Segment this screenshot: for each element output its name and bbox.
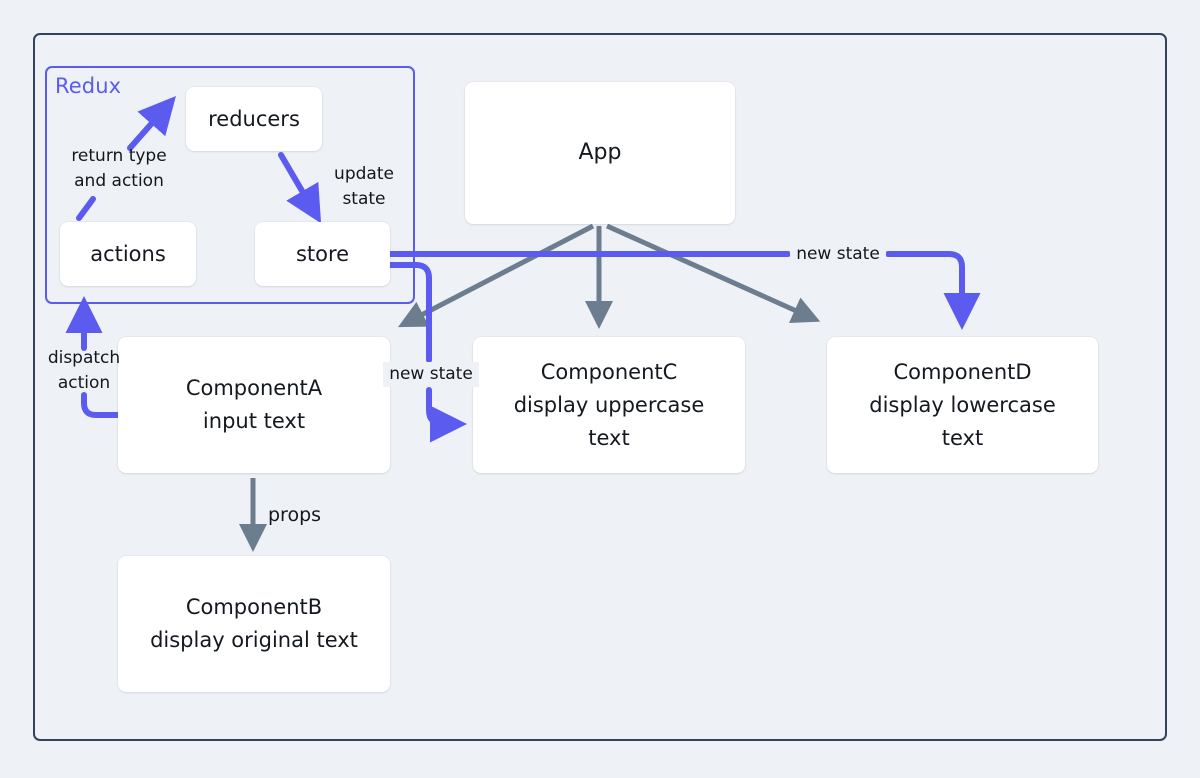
node-componentD-label: ComponentD display lowercase text bbox=[869, 359, 1056, 450]
node-componentC[interactable]: ComponentC display uppercase text bbox=[473, 337, 745, 473]
edge-label-new-state-componentC: new state bbox=[383, 362, 479, 387]
node-store-label: store bbox=[295, 242, 350, 266]
edge-label-return-type-and-action: return type and action bbox=[71, 146, 167, 191]
node-store[interactable]: store bbox=[255, 222, 390, 286]
edge-label-dispatch-action: dispatch action bbox=[47, 348, 121, 393]
node-app-label: App bbox=[578, 140, 622, 165]
node-componentC-label: ComponentC display uppercase text bbox=[513, 359, 705, 450]
redux-group-label: Redux bbox=[55, 74, 122, 98]
node-actions[interactable]: actions bbox=[60, 222, 196, 286]
node-reducers-label: reducers bbox=[208, 107, 300, 131]
node-componentA-label: ComponentA input text bbox=[185, 376, 323, 433]
node-componentB-label: ComponentB display original text bbox=[150, 595, 358, 652]
edge-label-update-state: update state bbox=[334, 164, 394, 209]
node-reducers[interactable]: reducers bbox=[186, 87, 322, 151]
node-componentB[interactable]: ComponentB display original text bbox=[118, 556, 390, 692]
node-componentD[interactable]: ComponentD display lowercase text bbox=[827, 337, 1098, 473]
node-actions-label: actions bbox=[90, 242, 166, 266]
edge-label-props: props bbox=[268, 504, 322, 526]
node-app[interactable]: App bbox=[465, 82, 735, 224]
redux-group-frame bbox=[45, 66, 415, 304]
edge-label-new-state-componentD: new state bbox=[790, 242, 886, 267]
outer-frame bbox=[33, 33, 1167, 741]
node-componentA[interactable]: ComponentA input text bbox=[118, 337, 390, 473]
